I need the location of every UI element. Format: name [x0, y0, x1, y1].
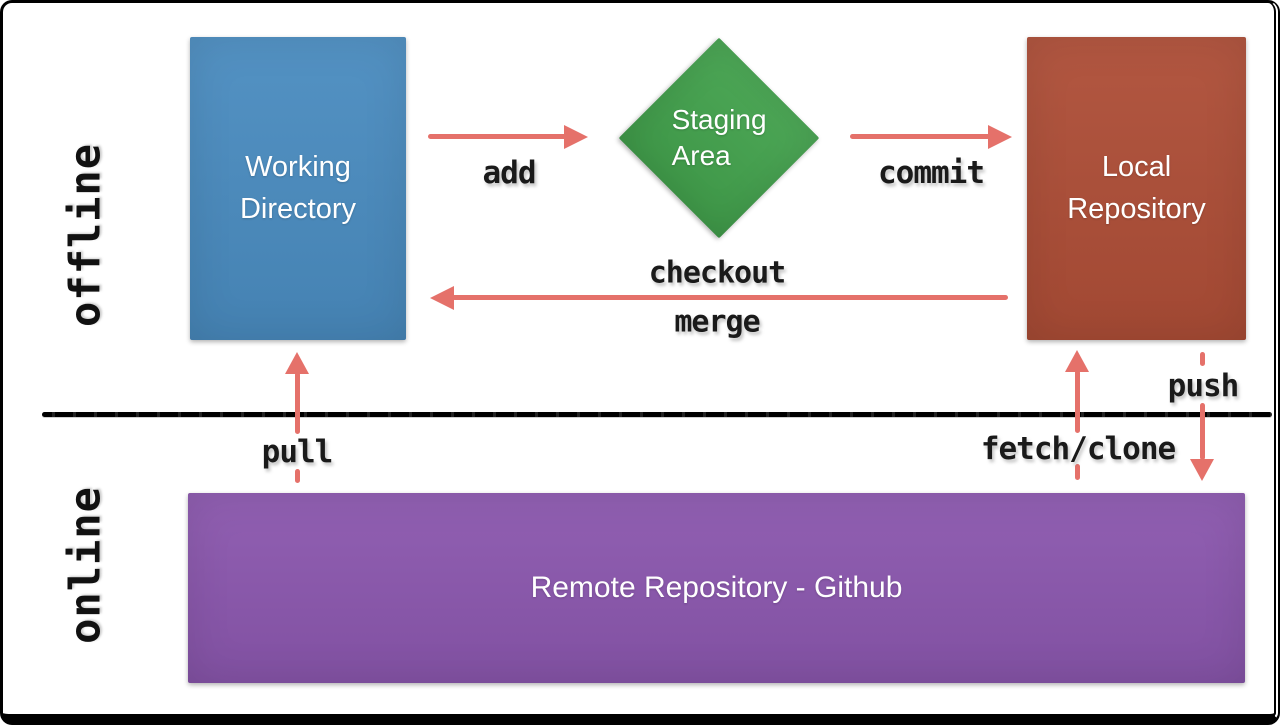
commit-command-label: commit	[878, 155, 985, 191]
local-repository-label-line1: Local	[1101, 151, 1172, 184]
local-repository-node: Local Repository	[1027, 37, 1246, 340]
push-command-label: push	[1167, 368, 1240, 404]
remote-repository-node: Remote Repository - Github	[188, 493, 1245, 683]
push-arrowhead-icon	[1190, 459, 1214, 481]
working-directory-node: Working Directory	[190, 37, 406, 340]
pull-command-label: pull	[261, 434, 334, 470]
pull-arrowhead-icon	[285, 352, 309, 374]
offline-online-divider	[42, 412, 1272, 417]
online-zone-label: online	[60, 486, 110, 644]
commit-arrowhead-icon	[988, 125, 1012, 149]
working-directory-label-line1: Working	[245, 151, 351, 184]
staging-area-label: Staging Area	[672, 102, 767, 175]
add-arrow-line	[428, 134, 568, 139]
working-directory-label-line2: Directory	[239, 192, 356, 225]
add-command-label: add	[482, 155, 537, 191]
working-directory-label: Working Directory	[240, 147, 356, 229]
fetch-clone-arrow-line	[1075, 370, 1080, 433]
fetch-clone-arrowhead-icon	[1065, 350, 1089, 372]
checkout-merge-arrow-line	[452, 295, 1008, 300]
commit-arrow-line	[850, 134, 990, 139]
staging-area-label-line1: Staging	[671, 103, 767, 135]
staging-area-node: Staging Area	[618, 37, 820, 239]
local-repository-label: Local Repository	[1067, 147, 1206, 229]
pull-arrow-line	[295, 372, 300, 434]
offline-zone-label: offline	[60, 142, 110, 328]
remote-repository-label: Remote Repository - Github	[530, 570, 903, 604]
local-repository-label-line2: Repository	[1067, 192, 1206, 225]
pull-arrow-dash	[295, 469, 300, 483]
checkout-merge-arrowhead-icon	[430, 286, 454, 310]
fetch-clone-command-label: fetch/clone	[980, 431, 1176, 467]
add-arrowhead-icon	[564, 125, 588, 149]
push-arrow-dash	[1200, 352, 1205, 366]
merge-command-label: merge	[674, 304, 760, 340]
checkout-command-label: checkout	[648, 255, 786, 291]
staging-area-label-line2: Area	[671, 140, 731, 171]
